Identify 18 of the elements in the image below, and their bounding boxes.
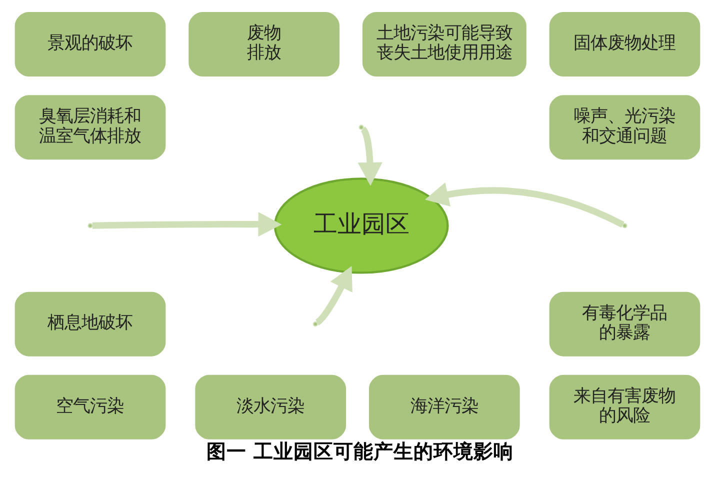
arrow <box>424 182 624 228</box>
node-box: 景观的破坏 <box>14 12 166 76</box>
node-box: 臭氧层消耗和温室气体排放 <box>14 95 166 160</box>
node-box: 废物排放 <box>188 12 340 76</box>
node-box: 海洋污染 <box>368 374 520 440</box>
node-box: 来自有害废物的风险 <box>549 374 700 440</box>
caption: 图一 工业园区可能产生的环境影响 <box>206 440 514 463</box>
node-box: 土地污染可能导致丧失土地使用用途 <box>362 12 526 76</box>
node-ellipse: 工业园区 <box>274 178 449 274</box>
arrow <box>358 126 382 186</box>
node-box: 噪声、光污染和交通问题 <box>549 95 700 160</box>
node-box: 淡水污染 <box>195 374 346 440</box>
arrow <box>92 212 282 237</box>
arrow <box>315 266 352 326</box>
node-box: 栖息地破坏 <box>14 292 166 356</box>
node-box: 空气污染 <box>14 374 166 440</box>
node-box: 有毒化学品的暴露 <box>549 292 700 356</box>
node-box: 固体废物处理 <box>549 12 700 76</box>
